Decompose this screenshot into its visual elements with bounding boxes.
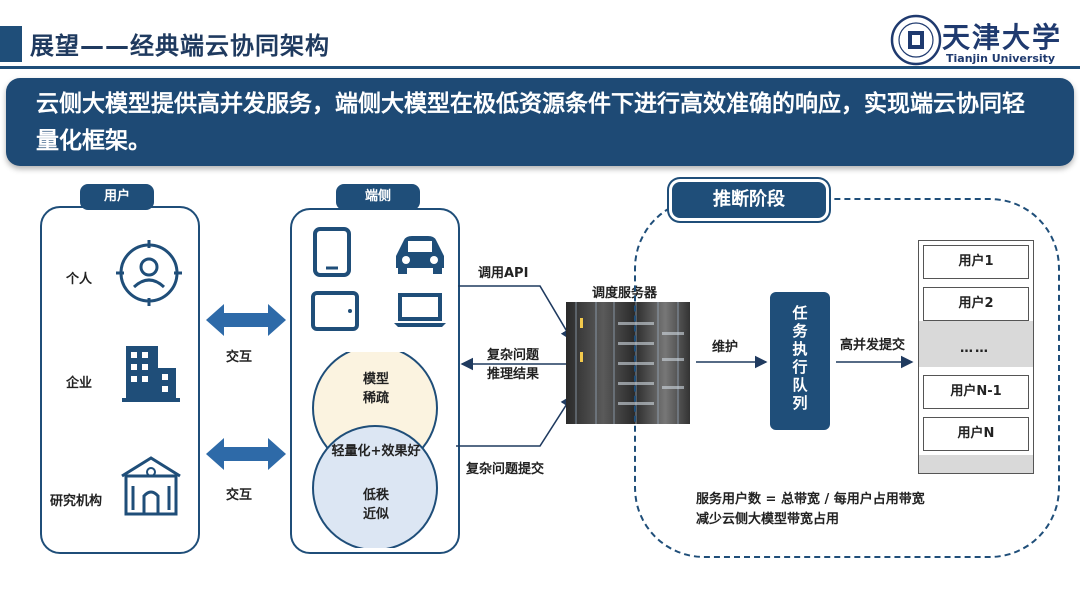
task-queue: 任 务 执 行 队 列 [770, 292, 830, 430]
flow-label-maintain: 维护 [712, 340, 739, 355]
flow-label-concurrent: 高并发提交 [840, 338, 906, 353]
bandwidth-note: 减少云侧大模型带宽占用 [696, 512, 840, 527]
summary-banner-text: 云侧大模型提供高并发服务，端侧大模型在极低资源条件下进行高效准确的响应，实现端云… [36, 91, 1025, 154]
car-icon [396, 236, 444, 274]
user-list-item: 用户1 [923, 245, 1029, 279]
task-queue-label: 任 务 执 行 队 列 [792, 304, 808, 412]
title-accent-bar [0, 26, 22, 62]
flow-label-result: 复杂问题 推理结果 [486, 348, 539, 382]
page-title: 展望——经典端云协同架构 [30, 32, 330, 60]
university-logo-en: Tianjin University [946, 52, 1056, 65]
user-list: 用户1 用户2 …… 用户N-1 用户N [918, 240, 1034, 474]
user-type-research: 研究机构 [50, 494, 103, 509]
user-type-individual: 个人 [66, 272, 93, 287]
flow-label-call-api: 调用API [478, 266, 529, 281]
device-panel-tag: 端侧 [336, 184, 420, 210]
user-list-item: 用户N [923, 417, 1029, 451]
laptop-icon [394, 293, 446, 327]
university-seal-icon [890, 14, 942, 66]
server-label: 调度服务器 [592, 286, 658, 301]
flow-label-submit: 复杂问题提交 [466, 462, 545, 477]
server-rack-image [566, 302, 690, 424]
office-building-icon [122, 346, 180, 402]
user-type-enterprise: 企业 [66, 376, 93, 391]
person-icon [116, 240, 182, 306]
user-list-gap-upper [919, 321, 1033, 367]
user-panel-tag: 用户 [80, 184, 154, 210]
tablet-icon [311, 291, 359, 331]
smartphone-icon [313, 227, 351, 277]
venn-circle-lowrank [312, 425, 438, 548]
interaction-label-upper: 交互 [226, 350, 253, 365]
interaction-arrow-lower [206, 438, 286, 470]
user-list-item: 用户N-1 [923, 375, 1029, 409]
bandwidth-formula: 服务用户数 = 总带宽 / 每用户占用带宽 [696, 492, 925, 507]
institution-building-icon [121, 456, 181, 516]
inference-panel [634, 198, 1060, 558]
venn-label-sparse: 模型 稀疏 [362, 372, 389, 406]
interaction-arrow-upper [206, 304, 286, 336]
title-underline [0, 66, 1080, 69]
summary-banner [6, 78, 1074, 166]
venn-diagram [312, 352, 438, 548]
inference-stage-tag: 推断阶段 [672, 182, 826, 218]
user-list-gap-lower [919, 455, 1033, 473]
user-list-item: 用户2 [923, 287, 1029, 321]
user-list-ellipsis: …… [960, 341, 990, 356]
interaction-label-lower: 交互 [226, 488, 253, 503]
venn-label-lowrank: 低秩 近似 [362, 488, 389, 522]
venn-label-overlap: 轻量化+效果好 [331, 444, 421, 459]
university-logo-cn: 天津大学 [942, 21, 1063, 54]
